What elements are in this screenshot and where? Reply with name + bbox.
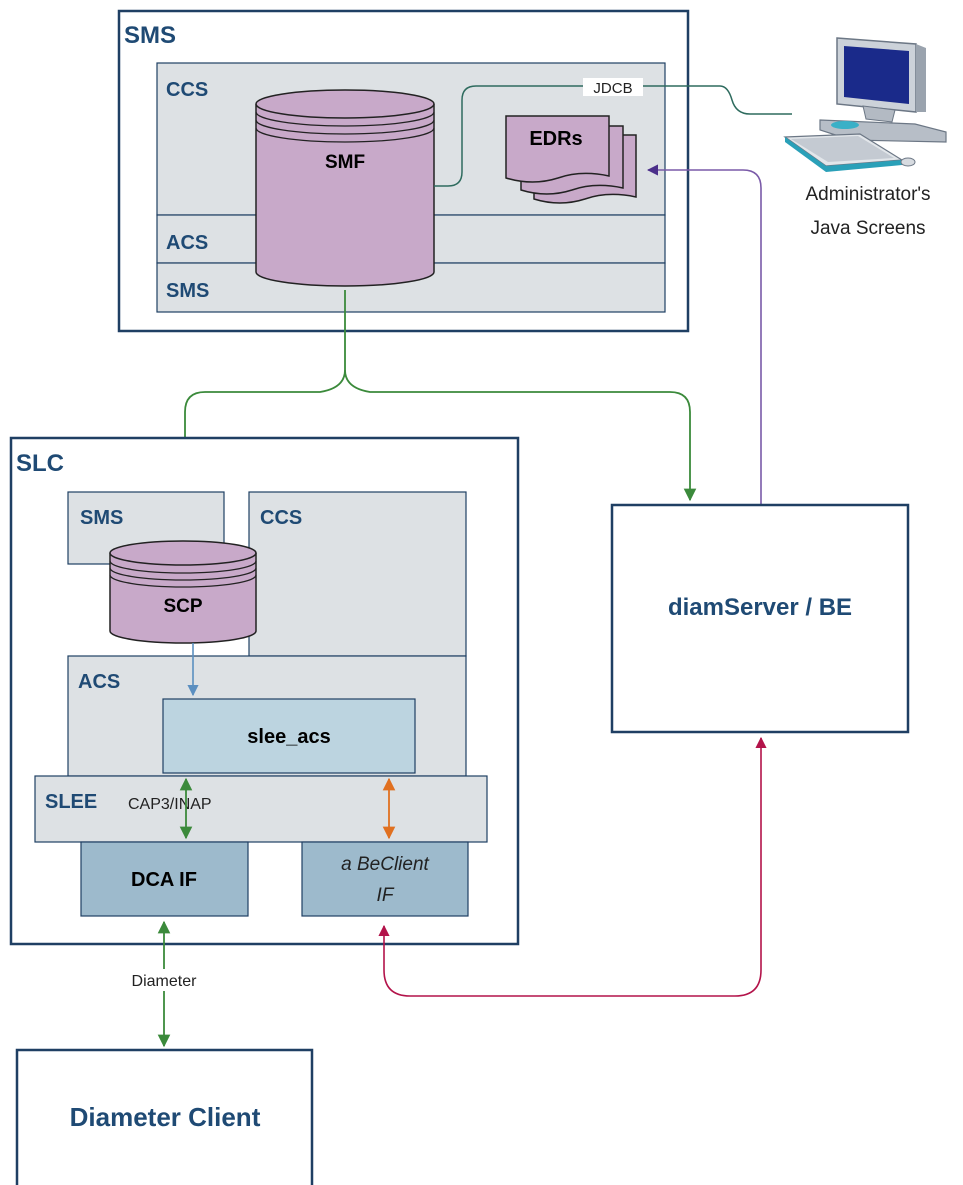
jdcb-label-bg	[583, 78, 643, 96]
smf-database: SMF	[255, 89, 435, 287]
beclient-if-label-line1: a BeClient	[341, 854, 429, 875]
dca-if-label: DCA IF	[131, 869, 197, 891]
smf-to-scp-link	[178, 290, 346, 534]
admin-label-line2: Java Screens	[810, 218, 925, 239]
edrs-label: EDRs	[529, 128, 582, 150]
computer-icon	[783, 37, 947, 172]
slee-acs-label: slee_acs	[247, 726, 330, 748]
slc-sms-label: SMS	[80, 507, 123, 529]
jdcb-link	[434, 85, 792, 187]
slee-panel	[34, 775, 488, 843]
sms-acs-label: ACS	[166, 232, 208, 254]
smf-to-diamserver-link	[344, 369, 697, 502]
slee-acs-box	[162, 698, 416, 774]
slc-node-title: SLC	[16, 450, 64, 477]
edrs-documents: EDRs	[505, 115, 637, 204]
slc-acs-label: ACS	[78, 671, 120, 693]
diamserver-to-edrs-link	[646, 164, 762, 504]
slc-ccs-label: CCS	[260, 507, 302, 529]
dca-if-box	[80, 841, 249, 917]
diamserver-be-box	[610, 503, 910, 734]
diameter-label-bg	[114, 969, 214, 991]
diameter-client-box	[15, 1048, 314, 1185]
sms-ccs-label: CCS	[166, 79, 208, 101]
cap3-inap-label: CAP3/INAP	[128, 796, 212, 813]
beclient-diamserver-link	[378, 736, 767, 997]
slc-node: SLC SMS CCS ACS SCP slee_acs SLEE CAP3/I…	[9, 436, 520, 946]
sms-sms-label: SMS	[166, 280, 209, 302]
sms-node: SMS CCS ACS SMS SMF EDRs	[117, 9, 690, 333]
beclient-if-label-line2: IF	[377, 885, 395, 906]
diameter-client-label: Diameter Client	[70, 1102, 261, 1132]
jdcb-label: JDCB	[593, 80, 632, 97]
slee-label: SLEE	[45, 791, 97, 813]
scp-database: SCP	[109, 540, 257, 644]
diameter-label: Diameter	[132, 973, 198, 990]
admin-label-line1: Administrator's	[805, 184, 930, 205]
slc-ccs-panel	[248, 491, 467, 657]
sms-node-title: SMS	[124, 22, 176, 49]
diamserver-be-label: diamServer / BE	[668, 594, 852, 621]
scp-label: SCP	[163, 596, 202, 617]
smf-label: SMF	[325, 152, 365, 173]
